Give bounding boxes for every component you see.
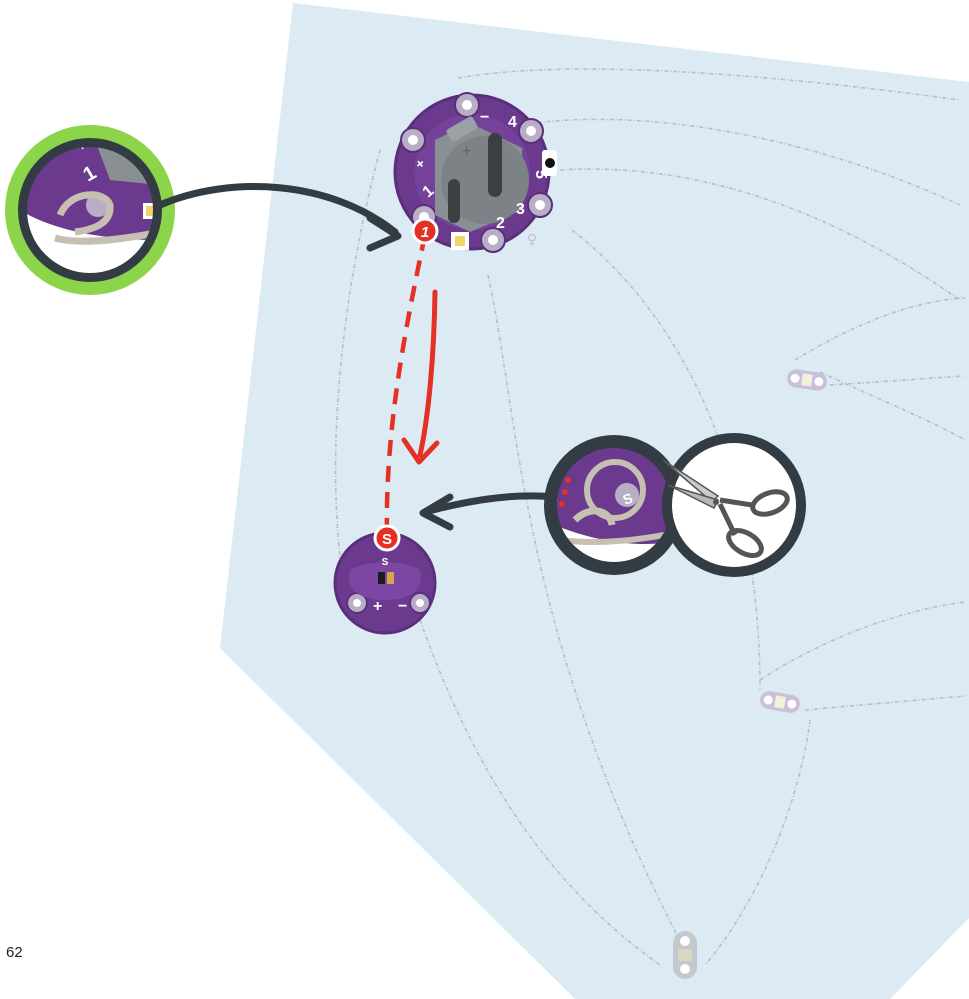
page-number: 62 bbox=[6, 944, 23, 961]
sensor-pin-label-minus: − bbox=[398, 598, 407, 615]
scissors-icon bbox=[662, 459, 790, 558]
end-marker-label: S bbox=[382, 531, 392, 548]
stitch-direction-arrow bbox=[417, 289, 438, 458]
pin-label-minus: − bbox=[480, 109, 489, 126]
sensor-pin-label-plus: + bbox=[373, 598, 382, 615]
knot-finish-zoom: S bbox=[544, 435, 684, 575]
led-sequin bbox=[673, 931, 697, 979]
stitch-path bbox=[384, 234, 428, 536]
led-sequin bbox=[760, 691, 800, 713]
guide-arrow-to-board bbox=[156, 183, 399, 236]
led-sequin bbox=[787, 369, 827, 391]
end-marker-badge: S bbox=[373, 524, 401, 552]
guide-arrow-to-sensor bbox=[421, 492, 557, 516]
scissors-zoom bbox=[662, 433, 806, 577]
knot-start-zoom: + 1 bbox=[5, 125, 175, 295]
start-marker-label: 1 bbox=[421, 224, 429, 241]
svg-text:+: + bbox=[462, 143, 471, 160]
zoom-pin-label-plus: + bbox=[74, 137, 89, 155]
pin-label-2: 2 bbox=[496, 215, 505, 232]
lilypad-logo: ♀ bbox=[527, 232, 537, 248]
pin-label-5: 5 bbox=[532, 170, 549, 179]
pin-label-3: 3 bbox=[516, 201, 525, 218]
sensor-pin-label-s: S bbox=[382, 557, 389, 568]
pin-label-4: 4 bbox=[508, 114, 517, 131]
start-marker-badge: 1 bbox=[411, 217, 439, 245]
